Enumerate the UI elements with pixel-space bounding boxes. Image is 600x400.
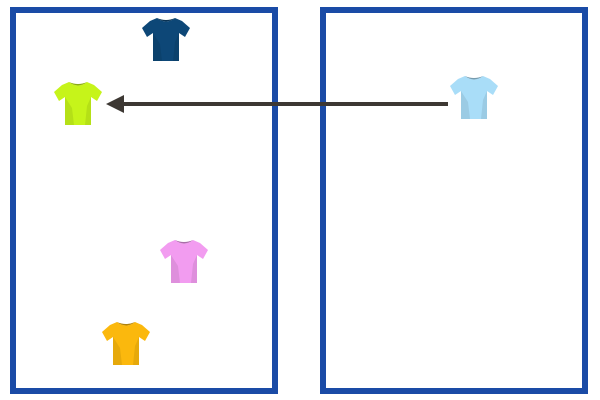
right-box <box>320 7 588 394</box>
tshirt-sky-icon[interactable] <box>448 72 500 122</box>
tshirt-orange-icon[interactable] <box>100 318 152 368</box>
tshirt-lime-icon[interactable] <box>52 78 104 128</box>
tshirt-pink-icon[interactable] <box>158 236 210 286</box>
tshirt-navy-icon[interactable] <box>140 14 192 64</box>
